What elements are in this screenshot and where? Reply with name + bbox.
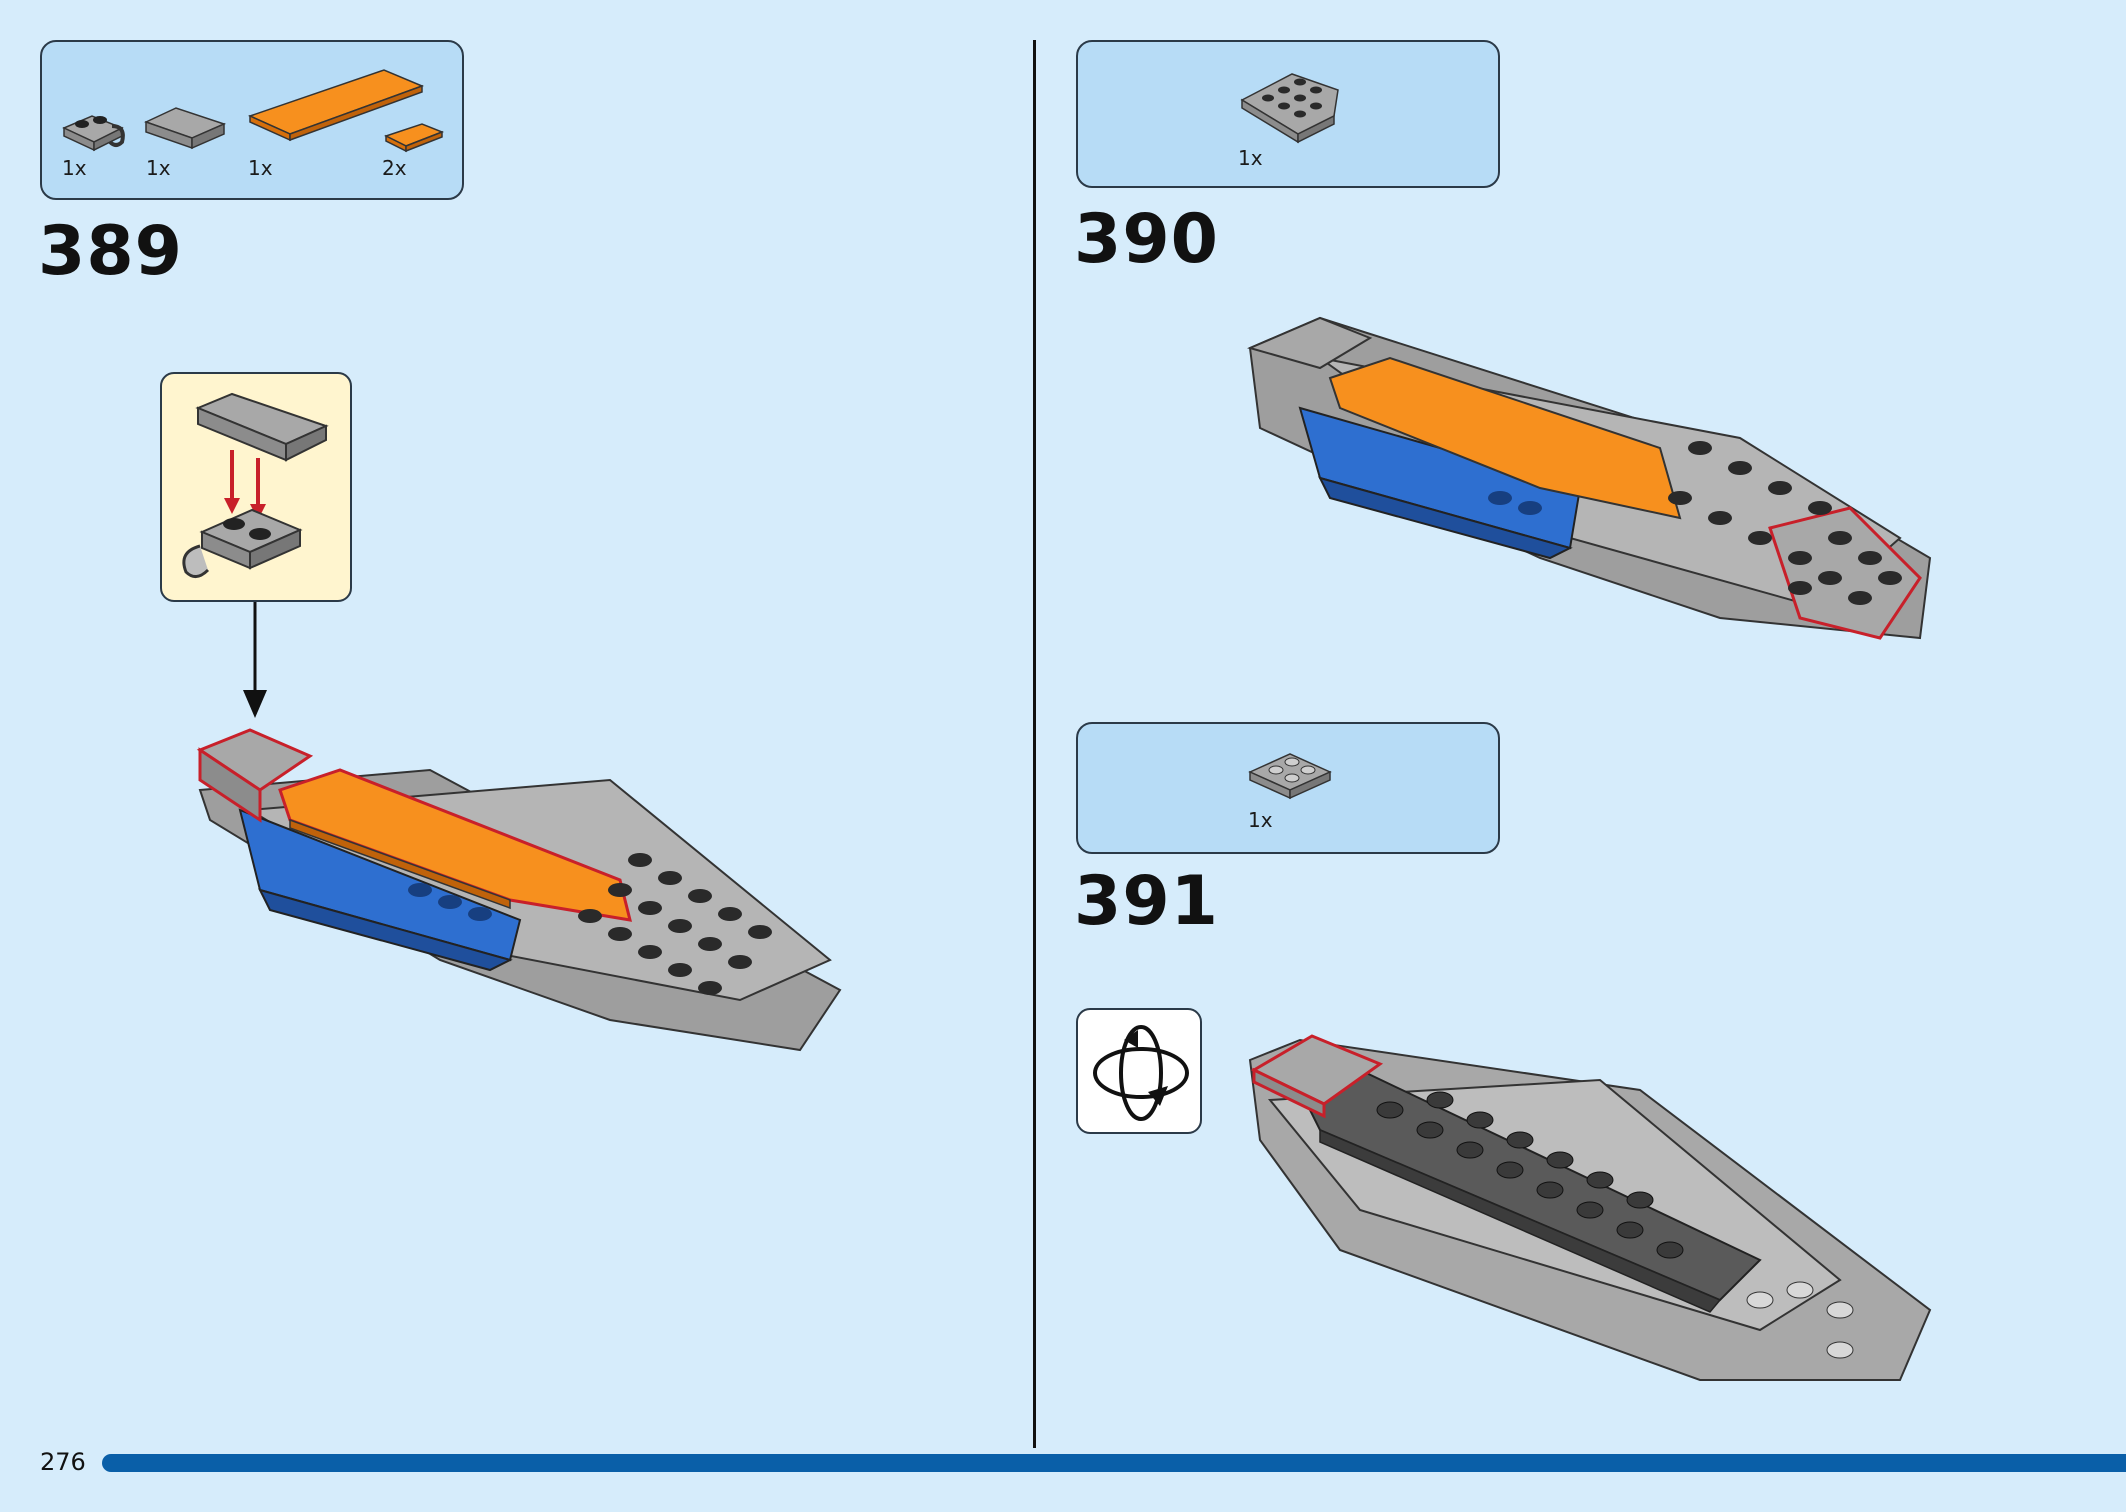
plate-2x2-icon — [1248, 753, 1332, 800]
tile-orange-small-icon — [384, 123, 445, 153]
subassembly-illustration — [182, 392, 329, 578]
parts-box-step-391: 1x — [1076, 722, 1500, 854]
rotate-model-indicator — [1076, 1008, 1202, 1134]
plate-clip-icon — [62, 115, 125, 152]
parts-box-step-389: 1x 1x 1x 2x — [40, 40, 464, 200]
step-number-389: 389 — [38, 212, 183, 291]
subassembly-callout — [160, 372, 352, 602]
step-number-391: 391 — [1074, 862, 1219, 941]
part-qty: 1x — [1248, 808, 1273, 832]
parts-box-step-390: 1x — [1076, 40, 1500, 188]
part-qty: 1x — [62, 156, 87, 180]
page-number: 276 — [40, 1448, 86, 1476]
part-qty: 1x — [1238, 146, 1263, 170]
part-qty: 1x — [146, 156, 171, 180]
placement-arrow — [243, 602, 267, 718]
curved-slope-icon — [144, 107, 227, 150]
model-step-391 — [1248, 1034, 1932, 1381]
model-step-390 — [1247, 316, 1932, 640]
round-corner-plate-icon — [1240, 73, 1339, 144]
page-divider — [1033, 40, 1036, 1448]
step-number-390: 390 — [1074, 200, 1219, 279]
model-step-389 — [196, 728, 842, 1052]
part-qty: 2x — [382, 156, 407, 180]
progress-bar — [102, 1454, 2126, 1472]
part-qty: 1x — [248, 156, 273, 180]
rotate-icon — [1093, 1025, 1189, 1121]
tile-orange-long-icon — [247, 69, 425, 142]
